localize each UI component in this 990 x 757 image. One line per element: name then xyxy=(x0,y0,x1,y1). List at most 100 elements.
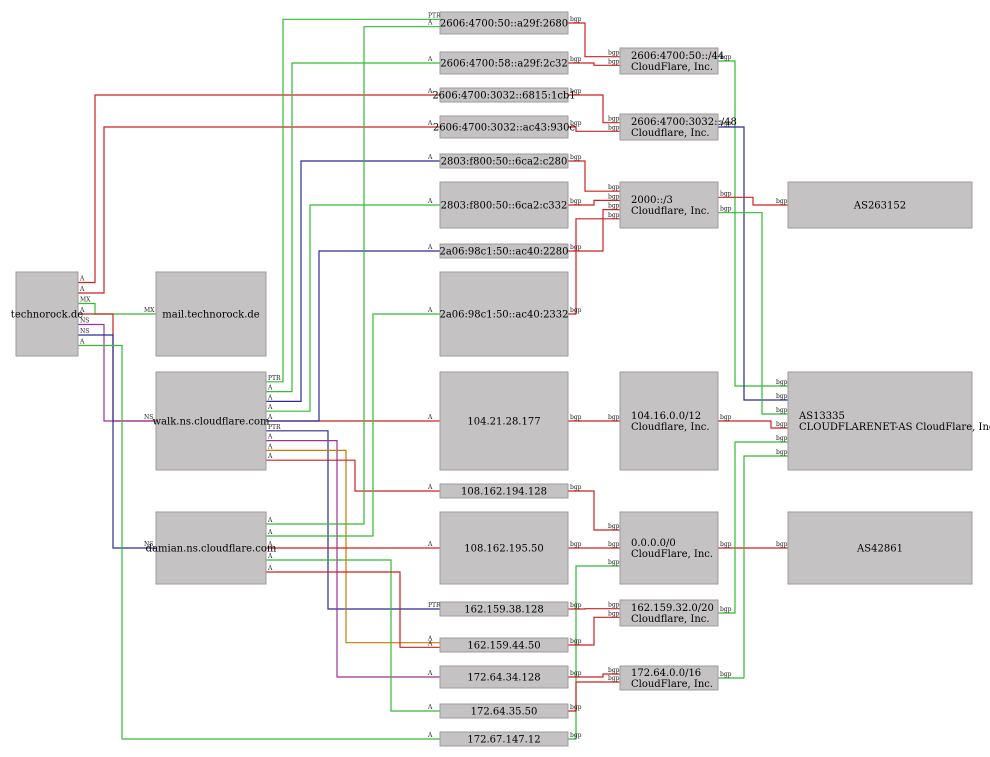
edge-ip5-pfx3 xyxy=(568,160,620,192)
edge-label-target: A xyxy=(427,20,433,27)
edge-label-target: bgp xyxy=(776,421,788,428)
node-label: 2606:4700:3032::ac43:930c xyxy=(433,123,576,134)
edge-ip8-pfx3 xyxy=(568,218,620,315)
edge-label-target: bgp xyxy=(608,414,620,421)
node-label: 162.159.38.128 xyxy=(464,605,544,616)
node-box xyxy=(619,599,719,627)
edge-label-target: A xyxy=(427,307,433,314)
node-label: mail.technorock.de xyxy=(162,310,259,321)
edge-ip14-pfx7 xyxy=(568,673,620,678)
edge-label: bgp xyxy=(570,541,582,548)
edge-ip4-pfx2 xyxy=(568,126,620,132)
node-box xyxy=(787,371,973,471)
edge-label: A xyxy=(267,541,273,548)
node-ip11[interactable]: 108.162.195.50 xyxy=(439,511,569,585)
node-label: 2606:4700:3032::6815:1cb1 xyxy=(432,91,575,102)
edge-label: A xyxy=(267,434,273,441)
node-box xyxy=(439,665,569,689)
edge-label-target: bgp xyxy=(776,449,788,456)
edge-label-target: A xyxy=(427,244,433,251)
node-as3[interactable]: AS42861 xyxy=(787,511,973,585)
node-damian[interactable]: damian.ns.cloudflare.com xyxy=(146,511,277,585)
edge-label-target: bgp xyxy=(608,559,620,566)
edge-label: A xyxy=(267,394,273,401)
edge-label: bgp xyxy=(720,414,732,421)
node-label: Cloudflare, Inc. xyxy=(631,614,710,625)
node-box xyxy=(439,153,569,169)
node-ip16[interactable]: 172.67.147.12 xyxy=(439,731,569,747)
node-label: CloudFlare, Inc. xyxy=(631,679,713,690)
node-ip12[interactable]: 162.159.38.128 xyxy=(439,601,569,617)
node-label: CloudFlare, Inc. xyxy=(631,549,713,560)
edge-label-target: MX xyxy=(144,307,155,314)
node-label: damian.ns.cloudflare.com xyxy=(146,544,277,555)
edge-label: bgp xyxy=(570,88,582,95)
edge-label-target: NS xyxy=(144,414,153,421)
node-ip14[interactable]: 172.64.34.128 xyxy=(439,665,569,689)
node-ip4[interactable]: 2606:4700:3032::ac43:930c xyxy=(433,115,576,139)
edge-walk-ip10 xyxy=(266,459,440,492)
node-box xyxy=(439,51,569,75)
edge-label: A xyxy=(79,286,85,293)
edge-ip16-pfx5 xyxy=(568,565,620,740)
node-ip15[interactable]: 172.64.35.50 xyxy=(439,703,569,719)
node-ip9[interactable]: 104.21.28.177 xyxy=(439,371,569,471)
edge-label: A xyxy=(79,307,85,314)
edge-label-target: A xyxy=(427,154,433,161)
node-ip6[interactable]: 2803:f800:50::6ca2:c332 xyxy=(439,181,569,229)
node-ip5[interactable]: 2803:f800:50::6ca2:c280 xyxy=(439,153,569,169)
edge-label-target: bgp xyxy=(608,675,620,682)
node-ip2[interactable]: 2606:4700:58::a29f:2c32 xyxy=(439,51,569,75)
edge-label-target: bgp xyxy=(776,541,788,548)
edge-label: bgp xyxy=(570,120,582,127)
node-ip3[interactable]: 2606:4700:3032::6815:1cb1 xyxy=(432,87,576,103)
edge-label-target: bgp xyxy=(776,393,788,400)
node-ip13[interactable]: 162.159.44.50 xyxy=(439,637,569,653)
node-box xyxy=(439,115,569,139)
edge-label-target: A xyxy=(427,704,433,711)
edge-label-target: bgp xyxy=(608,184,620,191)
edge-technorock-ip4 xyxy=(78,126,440,294)
node-ip8[interactable]: 2a06:98c1:50::ac40:2332 xyxy=(439,271,569,357)
edge-label: bgp xyxy=(720,606,732,613)
node-technorock[interactable]: technorock.de xyxy=(11,271,83,357)
edge-walk-ip1 xyxy=(266,18,440,383)
node-as1[interactable]: AS263152 xyxy=(787,181,973,229)
node-box xyxy=(619,113,719,141)
edge-layer: AAAAMXMXAANSNSNSNSAAPTRPTRAAAAAAAAPTRPTR… xyxy=(78,12,788,740)
edge-walk-ip12 xyxy=(266,430,440,610)
node-label: 2606:4700:50::/44 xyxy=(631,51,724,62)
node-label: AS263152 xyxy=(853,201,906,212)
node-box xyxy=(619,181,719,229)
edge-label-target: bgp xyxy=(608,602,620,609)
node-ip1[interactable]: 2606:4700:50::a29f:2680 xyxy=(439,11,569,35)
edge-technorock-ip16 xyxy=(78,344,440,740)
edge-technorock-ip3 xyxy=(78,94,440,284)
edge-label-target: bgp xyxy=(776,379,788,386)
node-ip7[interactable]: 2a06:98c1:50::ac40:2280 xyxy=(439,243,569,259)
node-mail[interactable]: mail.technorock.de xyxy=(155,271,267,357)
edge-pfx3-as1 xyxy=(718,196,788,206)
node-label: 2606:4700:58::a29f:2c32 xyxy=(440,59,568,70)
node-label: CLOUDFLARENET-AS CloudFlare, Inc. xyxy=(799,422,990,433)
node-walk[interactable]: walk.ns.cloudflare.com xyxy=(153,371,271,471)
edge-label: bgp xyxy=(570,704,582,711)
edge-label-target: A xyxy=(427,88,433,95)
edge-walk-ip14 xyxy=(266,440,440,678)
edge-label: bgp xyxy=(720,541,732,548)
edge-walk-ip2 xyxy=(266,62,440,393)
node-ip10[interactable]: 108.162.194.128 xyxy=(439,483,569,499)
edge-label: A xyxy=(267,529,273,536)
edge-pfx4-as2 xyxy=(718,420,788,429)
edge-pfx1-as2 xyxy=(718,60,788,387)
edge-label-target: bgp xyxy=(608,203,620,210)
edge-label-target: A xyxy=(427,541,433,548)
